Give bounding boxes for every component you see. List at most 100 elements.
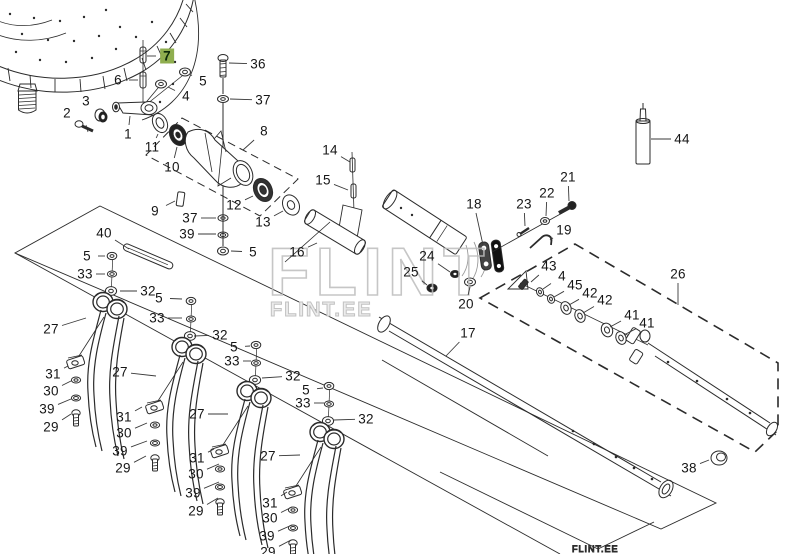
tine-coil bbox=[309, 421, 345, 450]
part-label-4-3[interactable]: 4 bbox=[182, 88, 190, 104]
part-label-9-14[interactable]: 9 bbox=[151, 203, 159, 219]
leader-45-32 bbox=[553, 290, 565, 298]
part-label-11-9[interactable]: 11 bbox=[144, 139, 160, 155]
part-label-5-65[interactable]: 5 bbox=[302, 382, 310, 398]
part-label-32-59[interactable]: 32 bbox=[285, 368, 301, 384]
part-label-30-54[interactable]: 30 bbox=[116, 425, 132, 441]
tine-unit-3 bbox=[210, 340, 272, 549]
part-label-37-15[interactable]: 37 bbox=[182, 210, 198, 226]
part-label-41-36[interactable]: 41 bbox=[639, 315, 655, 331]
part-label-29-56[interactable]: 29 bbox=[115, 460, 131, 476]
leader-30-62 bbox=[206, 463, 220, 470]
leader-39-55 bbox=[130, 440, 148, 448]
part-label-42-34[interactable]: 42 bbox=[597, 292, 613, 308]
part-label-18-22[interactable]: 18 bbox=[466, 196, 482, 212]
part-label-39-63[interactable]: 39 bbox=[185, 485, 201, 501]
leader-42-33 bbox=[568, 298, 580, 306]
tine-tube-bracket bbox=[625, 327, 651, 365]
part-label-31-53[interactable]: 31 bbox=[116, 409, 132, 425]
part-label-10-10[interactable]: 10 bbox=[164, 159, 180, 175]
part-label-4-31[interactable]: 4 bbox=[558, 268, 566, 284]
part-label-21-25[interactable]: 21 bbox=[560, 169, 576, 185]
part-label-36-4[interactable]: 36 bbox=[250, 56, 266, 72]
leader-11-9 bbox=[155, 133, 159, 139]
part-label-31-45[interactable]: 31 bbox=[45, 366, 61, 382]
part-label-25-28[interactable]: 25 bbox=[403, 264, 419, 280]
part-label-45-32[interactable]: 45 bbox=[567, 277, 583, 293]
part-label-33-66[interactable]: 33 bbox=[295, 395, 311, 411]
part-label-30-46[interactable]: 30 bbox=[43, 383, 59, 399]
part-label-5-17[interactable]: 5 bbox=[249, 244, 257, 260]
part-label-5-41[interactable]: 5 bbox=[83, 248, 91, 264]
part-label-5-2[interactable]: 5 bbox=[199, 73, 207, 89]
part-label-27-52[interactable]: 27 bbox=[112, 364, 128, 380]
part-label-29-48[interactable]: 29 bbox=[43, 419, 59, 435]
part-label-31-69[interactable]: 31 bbox=[262, 495, 278, 511]
part-label-8-11[interactable]: 8 bbox=[260, 123, 268, 139]
part-label-6-1[interactable]: 6 bbox=[114, 72, 122, 88]
part-label-14-18[interactable]: 14 bbox=[322, 142, 338, 158]
tine-washer-39 bbox=[149, 439, 161, 447]
leader-10-10 bbox=[173, 146, 178, 159]
leader-31-45 bbox=[63, 365, 69, 369]
part-label-37-5[interactable]: 37 bbox=[255, 92, 271, 108]
part-label-26-37[interactable]: 26 bbox=[670, 266, 686, 282]
leader-23-23 bbox=[523, 212, 526, 227]
part-label-15-19[interactable]: 15 bbox=[315, 172, 331, 188]
part-label-2-6[interactable]: 2 bbox=[63, 105, 71, 121]
part-label-22-24[interactable]: 22 bbox=[539, 185, 555, 201]
part-label-29-72[interactable]: 29 bbox=[260, 544, 276, 554]
part-label-27-60[interactable]: 27 bbox=[189, 406, 205, 422]
part-label-30-62[interactable]: 30 bbox=[188, 466, 204, 482]
leader-37-5 bbox=[229, 98, 253, 101]
part-label-40-40[interactable]: 40 bbox=[96, 225, 112, 241]
part-label-38-39[interactable]: 38 bbox=[681, 460, 697, 476]
part-label-32-67[interactable]: 32 bbox=[358, 411, 374, 427]
part-label-39-71[interactable]: 39 bbox=[259, 528, 275, 544]
hub-thread bbox=[17, 83, 38, 114]
part-label-12-12[interactable]: 12 bbox=[226, 197, 242, 213]
part-label-41-35[interactable]: 41 bbox=[624, 307, 640, 323]
part-label-43-30[interactable]: 43 bbox=[541, 258, 557, 274]
watermark-small-text: FLINT.EE bbox=[270, 299, 373, 321]
part-label-29-64[interactable]: 29 bbox=[188, 503, 204, 519]
leader-3-7 bbox=[95, 109, 98, 112]
part-label-13-13[interactable]: 13 bbox=[255, 214, 271, 230]
part-label-42-33[interactable]: 42 bbox=[582, 285, 598, 301]
part-label-32-43[interactable]: 32 bbox=[140, 283, 156, 299]
part-label-24-27[interactable]: 24 bbox=[419, 248, 435, 264]
part-label-5-57[interactable]: 5 bbox=[230, 339, 238, 355]
part-label-32-51[interactable]: 32 bbox=[212, 327, 228, 343]
part-label-33-58[interactable]: 33 bbox=[224, 353, 240, 369]
leader-29-48 bbox=[61, 413, 72, 421]
leader-27-44 bbox=[61, 317, 87, 326]
part-label-23-23[interactable]: 23 bbox=[516, 196, 532, 212]
part-label-5-49[interactable]: 5 bbox=[155, 290, 163, 306]
part-label-7-0[interactable]: 7 bbox=[160, 48, 174, 64]
part-label-27-44[interactable]: 27 bbox=[43, 321, 59, 337]
tine-washer-33 bbox=[323, 400, 335, 408]
part-label-39-47[interactable]: 39 bbox=[39, 401, 55, 417]
part-label-39-16[interactable]: 39 bbox=[179, 226, 195, 242]
leader-5-2 bbox=[190, 74, 193, 76]
part-label-1-8[interactable]: 1 bbox=[124, 126, 132, 142]
part-label-33-42[interactable]: 33 bbox=[77, 266, 93, 282]
part-label-20-29[interactable]: 20 bbox=[458, 296, 474, 312]
part-label-16-20[interactable]: 16 bbox=[289, 244, 305, 260]
part-label-33-50[interactable]: 33 bbox=[149, 310, 165, 326]
part-label-19-26[interactable]: 19 bbox=[556, 222, 572, 238]
part-label-30-70[interactable]: 30 bbox=[262, 510, 278, 526]
ring-38 bbox=[710, 450, 728, 466]
part-label-3-7[interactable]: 3 bbox=[82, 93, 90, 109]
leader-39-71 bbox=[277, 524, 293, 532]
leader-32-67 bbox=[333, 418, 356, 421]
tine-washer-33 bbox=[106, 270, 118, 278]
part-label-17-38[interactable]: 17 bbox=[460, 325, 476, 341]
part-label-27-68[interactable]: 27 bbox=[260, 448, 276, 464]
part-label-39-55[interactable]: 39 bbox=[112, 443, 128, 459]
part-label-31-61[interactable]: 31 bbox=[189, 450, 205, 466]
leader-42-34 bbox=[582, 306, 595, 314]
part-label-44-21[interactable]: 44 bbox=[674, 131, 690, 147]
exploded-box-26 bbox=[478, 243, 779, 453]
